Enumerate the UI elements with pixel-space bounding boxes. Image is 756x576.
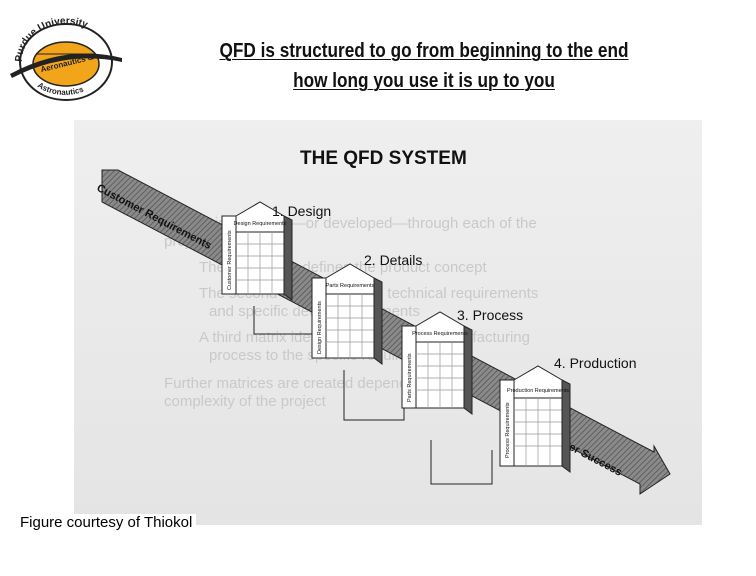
stage-number-label: 3. Process [457, 307, 523, 323]
stage-4: Production Requirements Process Requirem… [499, 365, 571, 473]
stage-side-label: Process Requirements [505, 402, 511, 458]
background-text-line: complexity of the project [164, 393, 327, 410]
stage-2: Parts Requirements Design Requirements [311, 263, 383, 365]
stage-number-label: 1. Design [272, 203, 331, 219]
slide-title: QFD is structured to go from beginning t… [188, 36, 659, 96]
stage-roof-label: Design Requirements [234, 221, 287, 227]
purdue-aero-logo: Purdue University Aeronautics & Astronau… [10, 16, 122, 101]
stage-roof-label: Process Requirements [412, 331, 468, 337]
stage-roof-label: Parts Requirements [326, 283, 375, 289]
stage-3: Process Requirements Parts Requirements [401, 311, 473, 415]
qfd-system-figure: Quality is deployed—or developed—through… [74, 120, 702, 525]
figure-heading: THE QFD SYSTEM [300, 148, 467, 169]
stage-side-label: Design Requirements [317, 301, 323, 354]
slide-title-line-2: how long you use it is up to you [293, 70, 555, 92]
stage-1: Design Requirements Customer Requirement… [221, 201, 293, 301]
figure-caption: Figure courtesy of Thiokol [20, 514, 197, 531]
stage-side-label: Parts Requirements [407, 353, 413, 402]
stage-number-label: 4. Production [554, 355, 637, 371]
stage-side-label: Customer Requirements [227, 230, 233, 290]
stage-roof-label: Production Requirements [507, 388, 569, 394]
qfd-diagram: Quality is deployed—or developed—through… [74, 120, 702, 525]
slide-title-line-1: QFD is structured to go from beginning t… [219, 40, 629, 62]
stage-number-label: 2. Details [364, 252, 422, 268]
